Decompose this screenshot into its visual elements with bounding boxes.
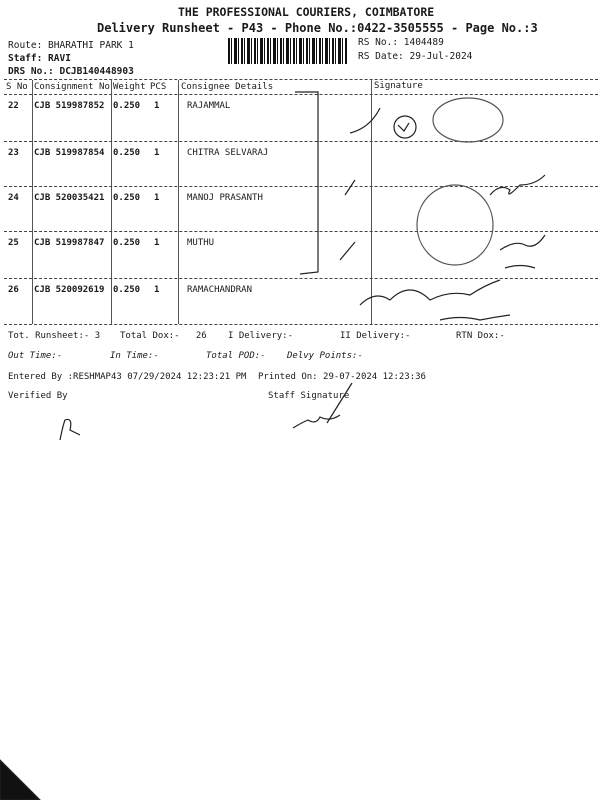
- header-consignee: Consignee Details: [181, 82, 274, 92]
- cell-consignee: CHITRA SELVARAJ: [187, 148, 269, 158]
- header-signature: Signature: [374, 81, 423, 91]
- barcode: [228, 38, 348, 64]
- cell-sno: 26: [8, 285, 19, 295]
- cell-consignee: MUTHU: [187, 238, 215, 248]
- cell-weight: 0.250: [113, 101, 141, 111]
- cell-consignment: CJB 519987854: [34, 148, 105, 158]
- cell-weight: 0.250: [113, 193, 141, 203]
- cell-consignee: MANOJ PRASANTH: [187, 193, 263, 203]
- delvy-points: Delvy Points:-: [287, 351, 363, 361]
- cell-pcs: 1: [154, 238, 160, 248]
- entered-by: Entered By :RESHMAP43 07/29/2024 12:23:2…: [8, 372, 247, 382]
- printed-on: Printed On: 29-07-2024 12:23:36: [258, 372, 426, 382]
- rs-number: RS No.: 1404489: [358, 37, 444, 48]
- cell-consignee: RAJAMMAL: [187, 101, 231, 111]
- rs-date: RS Date: 29-Jul-2024: [358, 51, 473, 62]
- cell-consignment: CJB 520092619: [34, 285, 105, 295]
- i-delivery: I Delivery:-: [228, 331, 294, 341]
- cell-consignment: CJB 519987847: [34, 238, 105, 248]
- cell-weight: 0.250: [113, 238, 141, 248]
- cell-sno: 23: [8, 148, 19, 158]
- header-sno: S No: [6, 82, 28, 92]
- total-dox: Total Dox:- 26: [120, 331, 207, 341]
- ii-delivery: II Delivery:-: [340, 331, 411, 341]
- header-pcs: PCS: [150, 82, 167, 92]
- cell-pcs: 1: [154, 285, 160, 295]
- cell-weight: 0.250: [113, 285, 141, 295]
- company-title: THE PROFESSIONAL COURIERS, COIMBATORE: [178, 5, 435, 19]
- in-time: In Time:-: [110, 351, 159, 361]
- staff-signature: Staff Signature: [268, 391, 350, 401]
- cell-weight: 0.250: [113, 148, 141, 158]
- cell-consignment: CJB 519987852: [34, 101, 105, 111]
- rtn-dox: RTN Dox:-: [456, 331, 505, 341]
- route: Route: BHARATHI PARK 1: [8, 40, 134, 51]
- header-weight: Weight: [113, 82, 146, 92]
- cell-consignee: RAMACHANDRAN: [187, 285, 253, 295]
- cell-consignment: CJB 520035421: [34, 193, 105, 203]
- cell-sno: 24: [8, 193, 19, 203]
- tot-runsheet: Tot. Runsheet:- 3: [8, 331, 101, 341]
- cell-pcs: 1: [154, 148, 160, 158]
- cell-sno: 25: [8, 238, 19, 248]
- verified-by: Verified By: [8, 391, 68, 401]
- staff: Staff: RAVI: [8, 53, 71, 64]
- cell-sno: 22: [8, 101, 19, 111]
- out-time: Out Time:-: [8, 351, 63, 361]
- drs-number: DRS No.: DCJB140448903: [8, 66, 134, 77]
- cell-pcs: 1: [154, 193, 160, 203]
- runsheet-subtitle: Delivery Runsheet - P43 - Phone No.:0422…: [97, 21, 538, 35]
- cell-pcs: 1: [154, 101, 160, 111]
- total-pod: Total POD:-: [206, 351, 266, 361]
- header-consignment: Consignment No: [34, 82, 110, 92]
